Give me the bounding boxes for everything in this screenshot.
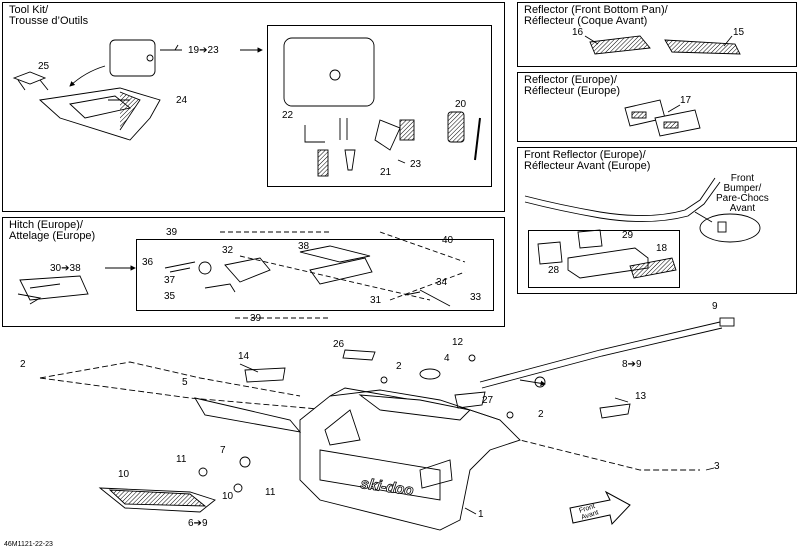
callout-12: 12 bbox=[452, 337, 464, 348]
tool-tray-icon bbox=[38, 87, 161, 141]
callout-24: 24 bbox=[176, 95, 188, 106]
callout-30-38: 30➔38 bbox=[50, 263, 81, 274]
decal-icon bbox=[244, 349, 631, 419]
callout-39-top: 39 bbox=[166, 227, 178, 238]
callout-32: 32 bbox=[222, 245, 234, 256]
reflector-mount-icon bbox=[699, 213, 761, 243]
callout-11-top: 11 bbox=[176, 454, 187, 465]
callout-2-right: 2 bbox=[538, 409, 544, 420]
reflector-bracket-icon bbox=[537, 229, 677, 279]
callout-9: 9 bbox=[712, 301, 718, 312]
callout-27: 27 bbox=[482, 395, 494, 406]
front-direction-arrow bbox=[569, 490, 631, 526]
callout-28: 28 bbox=[548, 265, 560, 276]
callout-35: 35 bbox=[164, 291, 176, 302]
callout-17: 17 bbox=[680, 95, 692, 106]
callout-33: 33 bbox=[470, 292, 482, 303]
reflector-europe-icon bbox=[624, 99, 701, 137]
callout-36: 36 bbox=[142, 257, 154, 268]
callout-19-23: 19➔23 bbox=[188, 45, 219, 56]
toolkit-title: Tool Kit/ Trousse d’Outils bbox=[9, 4, 89, 27]
callout-39-bottom: 39 bbox=[250, 313, 262, 324]
wrench-icon bbox=[344, 119, 401, 171]
hex-key-icon bbox=[304, 118, 348, 143]
callout-18: 18 bbox=[656, 243, 668, 254]
front-bumper-icon bbox=[524, 177, 721, 222]
callout-5: 5 bbox=[182, 377, 188, 388]
callout-2-left: 2 bbox=[20, 359, 26, 370]
callout-21: 21 bbox=[380, 167, 392, 178]
callout-1: 1 bbox=[478, 509, 484, 520]
drawing-code: 46M1121-22-23 bbox=[4, 541, 53, 548]
tool-pouch-icon bbox=[283, 37, 375, 107]
callout-29: 29 bbox=[622, 230, 634, 241]
hitch-assembly-icon bbox=[17, 275, 89, 305]
rear-connector-icon bbox=[719, 317, 735, 327]
reflector-right-icon bbox=[664, 39, 741, 55]
headlight-icon bbox=[98, 487, 216, 513]
callout-34: 34 bbox=[436, 277, 448, 288]
callout-8-9: 8➔9 bbox=[622, 359, 642, 370]
hood-top-cover-icon bbox=[358, 394, 471, 421]
hood-body-icon bbox=[299, 387, 521, 531]
spark-plug-socket-icon bbox=[399, 119, 415, 141]
callout-23: 23 bbox=[410, 159, 422, 170]
screwdriver-bit-icon bbox=[317, 149, 329, 177]
callout-3: 3 bbox=[714, 461, 720, 472]
tool-bag-icon bbox=[109, 39, 156, 77]
callout-40: 40 bbox=[442, 235, 454, 246]
callout-31: 31 bbox=[370, 295, 382, 306]
callout-10-bottom: 10 bbox=[222, 491, 234, 502]
callout-4: 4 bbox=[444, 353, 450, 364]
callout-37: 37 bbox=[164, 275, 176, 286]
callout-13: 13 bbox=[635, 391, 647, 402]
callout-6-9: 6➔9 bbox=[188, 518, 208, 529]
handle-tool-icon bbox=[447, 111, 481, 161]
callout-2-center: 2 bbox=[396, 361, 402, 372]
callout-22: 22 bbox=[282, 110, 294, 121]
reflector-left-icon bbox=[589, 35, 651, 55]
front-bumper-label: Front Bumper/ Pare-Chocs Avant bbox=[716, 173, 769, 214]
hitch-detail-parts-icon bbox=[164, 245, 451, 307]
fasteners-icon bbox=[198, 354, 546, 493]
callout-16: 16 bbox=[572, 27, 584, 38]
callout-11-bottom: 11 bbox=[265, 487, 276, 498]
callout-38: 38 bbox=[298, 241, 310, 252]
callout-7: 7 bbox=[220, 445, 226, 456]
callout-20: 20 bbox=[455, 99, 467, 110]
callout-14: 14 bbox=[238, 351, 250, 362]
callout-26: 26 bbox=[333, 339, 345, 350]
reflector-front-bottom-panel: Reflector (Front Bottom Pan)/ Réflecteur… bbox=[517, 2, 797, 67]
callout-10-top: 10 bbox=[118, 469, 130, 480]
side-panel-icon bbox=[194, 397, 302, 433]
callout-15: 15 bbox=[733, 27, 745, 38]
callout-25: 25 bbox=[38, 61, 50, 72]
tool-holder-strap-icon bbox=[12, 71, 49, 91]
